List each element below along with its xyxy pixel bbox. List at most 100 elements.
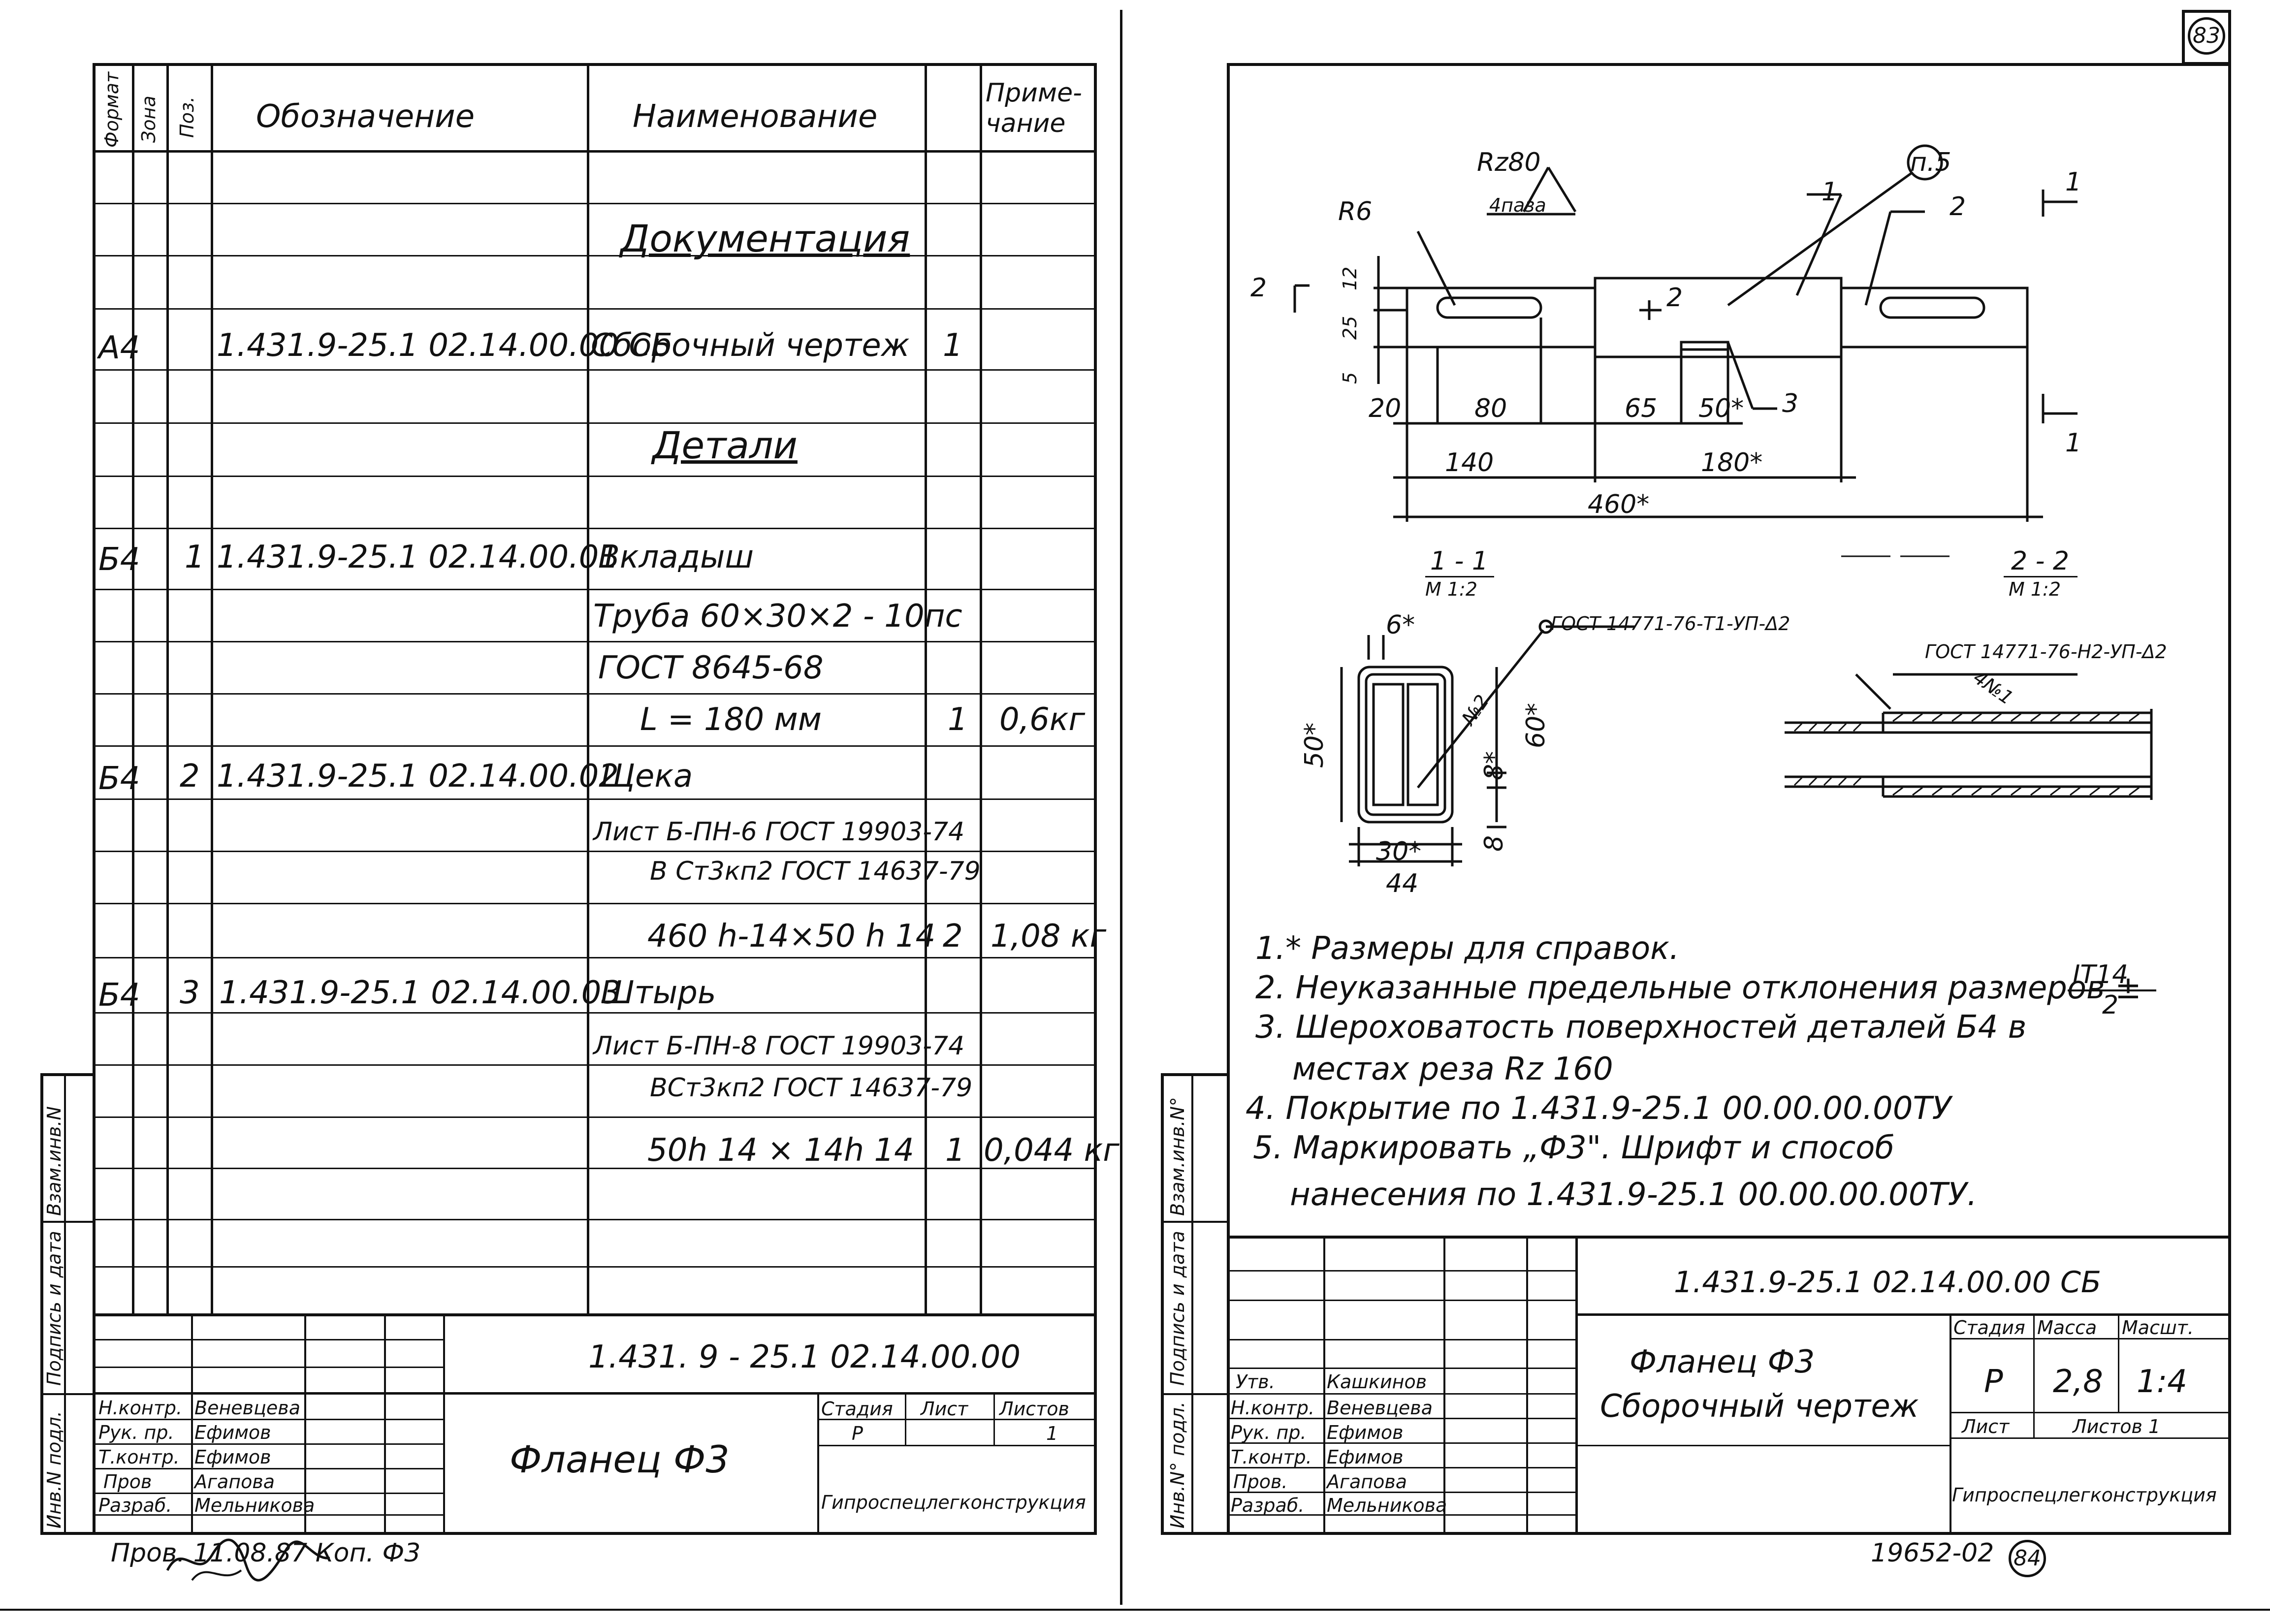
section-1-top: 1: [2065, 167, 2082, 197]
section-parts: Детали: [652, 423, 798, 467]
view-1-scale: М 1:2: [1425, 578, 1478, 600]
right-side-strip: [1161, 1073, 1230, 1535]
dim-8a: 8*: [1479, 751, 1509, 780]
dim-50: 50*: [1698, 394, 1744, 423]
role: Утв.: [1236, 1371, 1275, 1393]
sheet-divider: [1120, 10, 1122, 1605]
role: Т.контр.: [98, 1446, 180, 1468]
role: Рук. пр.: [1231, 1422, 1307, 1443]
row-name: Лист Б-ПН-8 ГОСТ 19903-74: [593, 1031, 965, 1061]
note-2: 2. Неуказанные предельные отклонения раз…: [1255, 970, 2142, 1006]
row-name: ВСт3кп2 ГОСТ 14637-79: [650, 1073, 973, 1103]
dim-12: 12: [1339, 266, 1361, 290]
dim-44: 44: [1386, 869, 1419, 898]
p5-label: п.5: [1910, 148, 1951, 177]
rz-label: Rz80: [1477, 148, 1541, 177]
part-1-label: 1: [1822, 177, 1838, 207]
col-zone: Зона: [138, 96, 160, 143]
view-1-label: 1 - 1: [1430, 546, 1488, 576]
role: Пров: [103, 1471, 152, 1493]
left-side-label-1: Взам.инв.N: [43, 1106, 65, 1216]
row-qty: 1: [945, 1132, 965, 1169]
part-3-label: 3: [1782, 389, 1799, 418]
dim-50v: 50*: [1300, 722, 1329, 768]
row-name: Вкладыш: [598, 539, 754, 575]
right-title-code: 1.431.9-25.1 02.14.00.00 СБ: [1674, 1265, 2102, 1300]
right-mass: 2,8: [2053, 1364, 2103, 1400]
section-1-bottom: 1: [2065, 428, 2082, 458]
row-format: Б4: [98, 977, 140, 1014]
row-format: Б4: [98, 541, 140, 578]
gost-weld-1: ГОСТ 14771-76-Т1-УП-Δ2: [1551, 613, 1790, 635]
col-format: Формат: [101, 71, 123, 148]
view-2-label: 2 - 2: [2011, 546, 2069, 576]
left-side-label-2: Подпись и дата: [43, 1231, 65, 1386]
row-name: Сборочный чертеж: [591, 327, 910, 364]
left-org: Гипроспецлегконструкция: [821, 1492, 1086, 1513]
dim-20: 20: [1369, 394, 1402, 423]
row-name: L = 180 мм: [640, 701, 822, 738]
signer-name: Веневцева: [194, 1397, 300, 1419]
left-stage: Р: [852, 1423, 863, 1444]
role: Н.контр.: [1231, 1397, 1315, 1419]
right-scale: 1:4: [2137, 1364, 2187, 1400]
note-1: 1.* Размеры для справок.: [1255, 930, 1680, 967]
signer-name: Ефимов: [1327, 1422, 1404, 1443]
dim-30: 30*: [1376, 837, 1422, 866]
footer-note: Пров. 11.08.87 Коп. Ф3: [111, 1538, 421, 1568]
note-5b: нанесения по 1.431.9-25.1 00.00.00.00ТУ.: [1290, 1177, 1977, 1213]
row-designation: 1.431.9-25.1 02.14.00.03: [219, 975, 621, 1011]
row-format: А4: [98, 330, 140, 366]
row-name: Штырь: [601, 975, 716, 1011]
row-qty: 1: [943, 327, 963, 364]
row-pos: 1: [185, 539, 205, 575]
right-stage-label: Стадия: [1953, 1317, 2025, 1338]
note-3b: местах реза Rz 160: [1292, 1051, 1613, 1087]
signer-name: Мельникова: [1327, 1495, 1447, 1516]
row-pos: 2: [180, 758, 200, 795]
row-name: Труба 60×30×2 - 10пс: [593, 598, 962, 635]
r6-label: R6: [1338, 197, 1373, 226]
row-format: Б4: [98, 761, 140, 797]
signer-name: Ефимов: [194, 1422, 271, 1443]
col-note: Приме- чание: [986, 78, 1082, 138]
row-name: 460 h-14×50 h 14: [647, 918, 936, 955]
assembly-drawing: [1293, 144, 2153, 866]
left-sheets: 1: [1046, 1423, 1058, 1444]
left-stage-label: Стадия: [821, 1398, 893, 1420]
note-5: 5. Маркировать „Ф3". Шрифт и способ: [1253, 1130, 1894, 1166]
row-note: 0,6кг: [999, 701, 1086, 738]
right-side-label-2: Подпись и дата: [1167, 1231, 1188, 1386]
signer-name: Кашкинов: [1327, 1371, 1427, 1393]
role: Н.контр.: [98, 1397, 183, 1419]
right-stage: Р: [1984, 1364, 2003, 1400]
view-2-scale: М 1:2: [2009, 578, 2061, 600]
col-pos: Поз.: [176, 96, 198, 138]
dim-6: 6*: [1386, 610, 1415, 640]
dim-8b: 8: [1479, 835, 1509, 852]
col-name: Наименование: [633, 98, 878, 135]
row-note: 1,08 кг: [991, 918, 1107, 955]
signer-name: Мельникова: [194, 1495, 315, 1516]
right-sheet-label: Лист: [1962, 1416, 2010, 1437]
page-number-bottom: 84: [2009, 1540, 2046, 1577]
right-sheets-label: Листов 1: [2073, 1416, 2161, 1437]
it14-num: IT14: [2073, 960, 2129, 989]
row-name: В Ст3кп2 ГОСТ 14637-79: [650, 857, 981, 886]
row-qty: 1: [948, 701, 968, 738]
part-2-label: 2: [1950, 192, 1966, 222]
row-note: 0,044 кг: [984, 1132, 1119, 1169]
left-side-strip: [40, 1073, 96, 1535]
signer-name: Агапова: [194, 1471, 275, 1493]
row-name: ГОСТ 8645-68: [598, 650, 824, 686]
dim-140: 140: [1445, 448, 1494, 478]
left-sheets-label: Листов: [999, 1398, 1069, 1420]
section-2-left: 2: [1250, 273, 1267, 303]
row-name: 50h 14 × 14h 14: [647, 1132, 914, 1169]
role: Разраб.: [98, 1495, 172, 1516]
right-title: Фланец Ф3: [1630, 1344, 1815, 1380]
right-side-label-1: Взам.инв.N°: [1167, 1097, 1188, 1216]
right-side-label-3: Инв.N° подл.: [1167, 1401, 1188, 1528]
section-documentation: Документация: [620, 217, 910, 260]
left-sheet-label: Лист: [921, 1398, 968, 1420]
